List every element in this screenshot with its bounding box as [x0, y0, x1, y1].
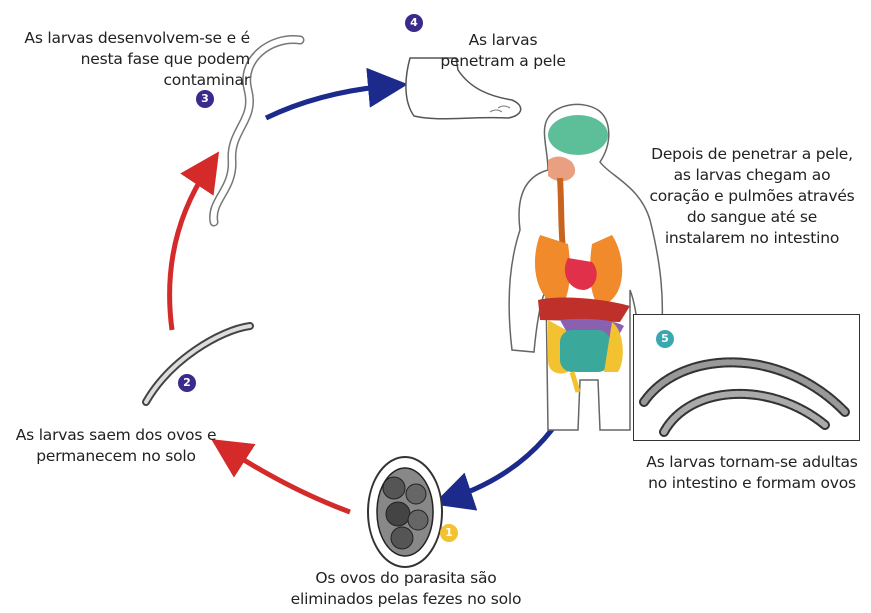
step-2-label: As larvas saem dos ovos e permanecem no …: [2, 425, 230, 467]
description-label: Depois de penetrar a pele, as larvas che…: [646, 144, 858, 249]
step-4-badge: 4: [405, 14, 423, 32]
egg-illustration: [368, 457, 442, 567]
step-1-label: Os ovos do parasita são eliminados pelas…: [288, 568, 524, 610]
arrow-2-to-3: [170, 168, 208, 330]
step-3-badge: 3: [196, 90, 214, 108]
step-2-badge: 2: [178, 374, 196, 392]
step-5-badge: 5: [656, 330, 674, 348]
larva-stage2-illustration: [146, 326, 250, 402]
step-1-badge: 1: [440, 524, 458, 542]
arrow-3-to-4: [266, 86, 388, 118]
step-5-label: As larvas tornam-se adultas no intestino…: [646, 452, 858, 494]
step-4-label: As larvas penetram a pele: [430, 30, 576, 72]
step-3-label: As larvas desenvolvem-se e é nesta fase …: [14, 28, 250, 91]
arrow-1-to-2: [228, 450, 350, 512]
